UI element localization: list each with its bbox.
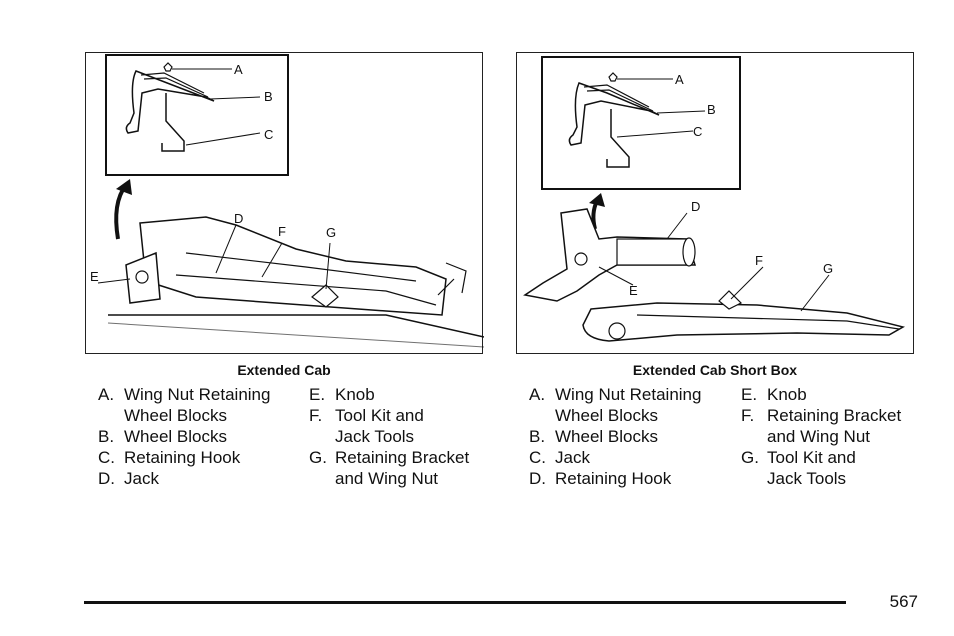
callout-e: E <box>629 283 638 298</box>
legend-letter: A. <box>529 385 546 404</box>
figure-caption: Extended Cab Short Box <box>632 362 798 378</box>
figure-extended-cab-short-box: A B C D E F G <box>516 52 914 354</box>
callout-a: A <box>234 62 243 77</box>
legend-letter: D. <box>529 469 546 488</box>
tool-kit-drawing <box>582 302 905 342</box>
callout-g: G <box>326 225 336 240</box>
legend-text: Wheel Blocks <box>124 427 227 446</box>
callout-e: E <box>90 269 99 284</box>
legend-letter: F. <box>309 406 323 425</box>
legend-text: Retaining Hook <box>124 448 241 467</box>
legend-item: D. Retaining Hook <box>529 468 701 489</box>
legend-item: C. Retaining Hook <box>98 447 270 468</box>
wing-nut-drawing <box>163 62 173 72</box>
legend-letter: C. <box>529 448 546 467</box>
legend-letter: D. <box>98 469 115 488</box>
wheel-block-drawing <box>568 82 660 146</box>
jack-drawing <box>523 208 697 302</box>
legend-letter: F. <box>741 406 755 425</box>
bracket-drawing <box>311 284 339 308</box>
legend-letter: B. <box>529 427 546 446</box>
legend-item: E. Knob <box>741 384 901 405</box>
knob-drawing <box>574 252 588 266</box>
legend-text: Retaining Hook <box>555 469 672 488</box>
wheel-block-drawing <box>125 70 215 134</box>
jack-storage-illustration-short-box: A B C D E F G <box>523 56 905 342</box>
callout-c: C <box>264 127 273 142</box>
legend-item: B. Wheel Blocks <box>98 426 270 447</box>
legend-item: D. Jack <box>98 468 270 489</box>
knob-drawing <box>135 270 149 284</box>
callout-c: C <box>693 124 702 139</box>
legend-item: B. Wheel Blocks <box>529 426 701 447</box>
inset-frame <box>541 56 741 190</box>
legend-letter: E. <box>741 385 758 404</box>
callout-d: D <box>691 199 700 214</box>
legend-text: Knob <box>335 385 375 404</box>
legend-letter: E. <box>309 385 326 404</box>
legend-text: Wheel Blocks <box>555 427 658 446</box>
figure-extended-cab: A B C D F G E <box>85 52 484 354</box>
up-arrow-icon <box>114 183 128 240</box>
callout-f: F <box>278 224 286 239</box>
footer-rule <box>84 601 846 604</box>
figure-caption: Extended Cab <box>237 362 331 378</box>
callout-b: B <box>264 89 273 104</box>
callout-g: G <box>823 261 833 276</box>
retaining-hook-drawing <box>161 93 185 152</box>
legend-item: E. Knob <box>309 384 469 405</box>
legend-letter: G. <box>741 448 759 467</box>
legend-letter: A. <box>98 385 115 404</box>
legend-letter: B. <box>98 427 115 446</box>
callout-b: B <box>707 102 716 117</box>
bracket-drawing <box>718 290 743 310</box>
legend-letter: C. <box>98 448 115 467</box>
legend-text: Knob <box>767 385 807 404</box>
page-number: 567 <box>889 592 918 611</box>
legend-text: Jack <box>555 448 590 467</box>
legend-item: C. Jack <box>529 447 701 468</box>
legend-text: Jack <box>124 469 159 488</box>
jack-handle-drawing <box>606 109 630 168</box>
jack-storage-illustration-extended-cab: A B C D F G E <box>90 54 484 348</box>
callout-a: A <box>675 72 684 87</box>
callout-d: D <box>234 211 243 226</box>
legend-letter: G. <box>309 448 327 467</box>
wing-nut-drawing <box>608 72 618 82</box>
callout-f: F <box>755 253 763 268</box>
